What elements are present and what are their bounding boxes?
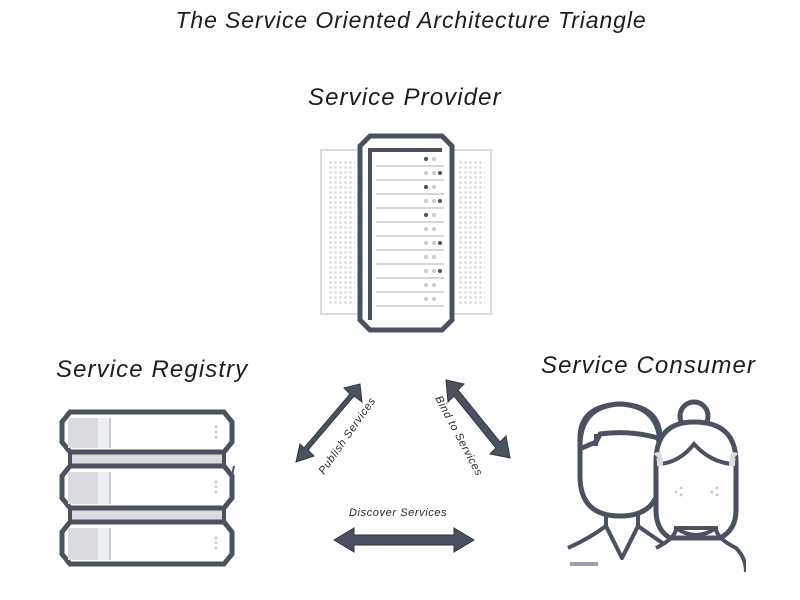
discover-services-arrow: [330, 524, 478, 556]
database-stack-icon: [56, 404, 240, 572]
diagram-title: The Service Oriented Architecture Triang…: [175, 7, 647, 33]
discover-services-label: Discover Services: [349, 507, 448, 519]
publish-services-arrow: [292, 380, 368, 468]
service-provider-label: Service Provider: [308, 84, 502, 111]
people-icon: [560, 398, 748, 574]
server-rack-icon: [318, 130, 494, 334]
bind-to-services-arrow: [440, 376, 514, 462]
service-consumer-label: Service Consumer: [541, 352, 757, 379]
service-registry-label: Service Registry: [56, 356, 249, 383]
